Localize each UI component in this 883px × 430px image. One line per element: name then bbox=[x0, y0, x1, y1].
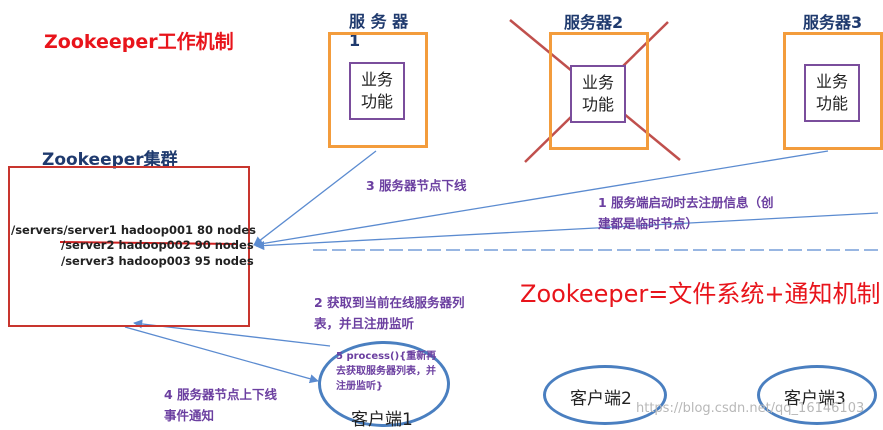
node-server2-strike bbox=[59, 241, 237, 245]
node-server1: /servers/server1 hadoop001 80 nodes bbox=[11, 223, 257, 237]
note-step1: 1 服务端启动时去注册信息（创建都是临时节点） bbox=[598, 195, 774, 231]
server2-box bbox=[549, 32, 649, 150]
client3-ellipse bbox=[757, 365, 877, 425]
note-step3: 3 服务器节点下线 bbox=[366, 178, 467, 193]
formula-text: Zookeeper=文件系统+通知机制 bbox=[520, 280, 881, 308]
client1-process-note: 5 process(){重新再去获取服务器列表，并注册监听} bbox=[336, 351, 437, 392]
arrow-register-horizontal bbox=[255, 212, 879, 251]
note-step4: 4 服务器节点上下线事件通知 bbox=[164, 387, 278, 423]
node-server3: /server3 hadoop003 95 nodes bbox=[61, 254, 254, 268]
arrow-server1-to-cluster bbox=[253, 150, 377, 246]
watermark: https://blog.csdn.net/qq_16146103 bbox=[636, 401, 865, 416]
server3-label: 服务器3 bbox=[803, 13, 863, 32]
client2-ellipse bbox=[543, 365, 667, 425]
server3-business: 业务功能 bbox=[804, 64, 860, 122]
server2-business: 业务功能 bbox=[570, 65, 626, 123]
note-step2: 2 获取到当前在线服务器列表，并且注册监听 bbox=[314, 295, 465, 331]
server1-label: 服 务 器 bbox=[349, 12, 409, 31]
node-server2: /server2 hadoop002 90 nodes bbox=[61, 238, 254, 252]
page-title: Zookeeper工作机制 bbox=[44, 31, 234, 53]
server3-box bbox=[783, 32, 883, 150]
arrow-server3-to-cluster bbox=[253, 150, 829, 249]
arrow-cluster-to-client1 bbox=[124, 326, 319, 384]
client1-ellipse bbox=[318, 341, 450, 427]
server1-business: 业务功能 bbox=[349, 62, 405, 120]
client2-label: 客户端2 bbox=[570, 389, 632, 409]
server1-label-suffix: 1 bbox=[349, 31, 361, 50]
server2-label: 服务器2 bbox=[564, 13, 624, 32]
cluster-box bbox=[8, 166, 250, 327]
client1-label: 客户端1 bbox=[351, 410, 413, 430]
client3-label: 客户端3 bbox=[784, 389, 846, 409]
server1-box bbox=[328, 32, 428, 148]
cluster-label: Zookeeper集群 bbox=[42, 150, 178, 170]
